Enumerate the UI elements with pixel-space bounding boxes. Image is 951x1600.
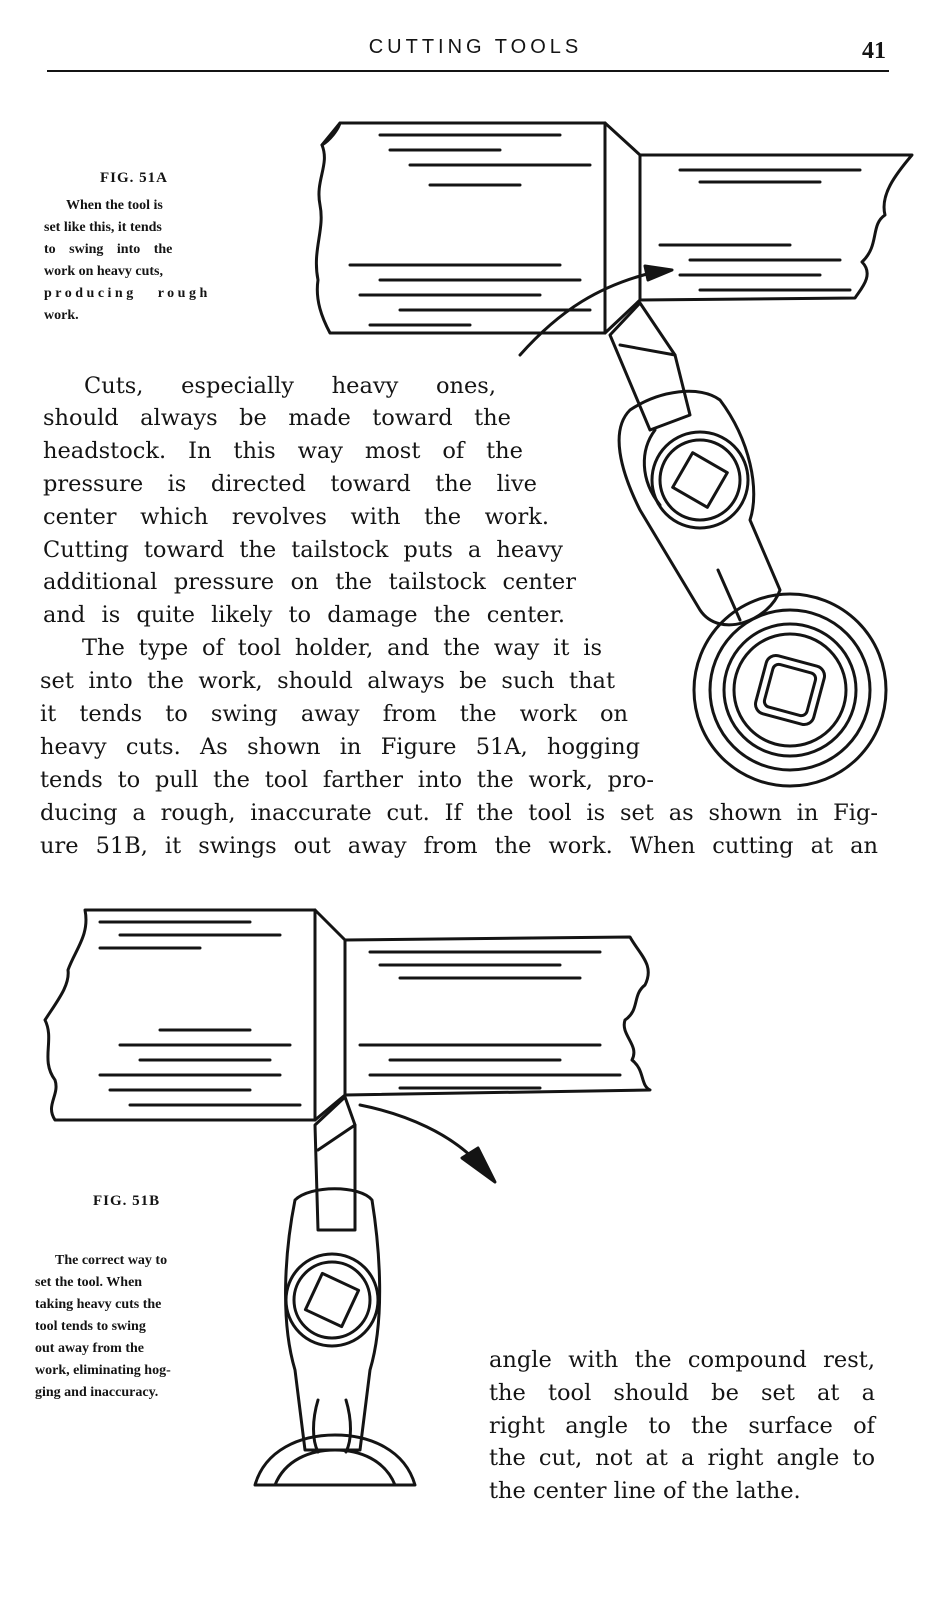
body-line: set into the work, should always be such… [40,668,615,694]
caption-line: producing rough [44,286,211,301]
body-line: and is quite likely to damage the center… [43,602,565,628]
caption-line: work on heavy cuts, [44,264,164,279]
body-line: Cutting toward the tailstock puts a heav… [43,537,563,563]
caption-line: set the tool. When [35,1275,143,1290]
body-line: The type of tool holder, and the way it … [82,635,602,661]
fig-51a-caption: When the tool is set like this, it tends… [44,195,238,327]
caption-line: work, eliminating hog- [35,1363,171,1378]
body-line: ducing a rough, inaccurate cut. If the t… [40,800,878,826]
caption-line: When the tool is [66,198,163,213]
fig-51b-caption: The correct way to set the tool. When ta… [35,1250,229,1404]
header-rule [47,70,889,72]
body-line: the cut, not at a right angle to [489,1445,875,1471]
caption-line: tool tends to swing [35,1319,146,1334]
body-line: ure 51B, it swings out away from the wor… [40,833,878,859]
body-line: pressure is directed toward the live [43,471,537,497]
body-line: the tool should be set at a [489,1380,875,1406]
body-line: tends to pull the tool farther into the … [40,767,654,793]
body-line: right angle to the surface of [489,1413,875,1439]
body-line: it tends to swing away from the work on [40,701,628,727]
fig-51b-label: FIG. 51B [93,1193,161,1209]
body-line: the center line of the lathe. [489,1478,801,1504]
fig-51a-label: FIG. 51A [100,170,168,186]
caption-line: work. [44,308,79,323]
body-line: center which revolves with the work. [43,504,549,530]
page-number: 41 [862,38,886,64]
running-header: CUTTING TOOLS [368,36,583,58]
caption-line: ging and inaccuracy. [35,1385,159,1400]
body-line: should always be made toward the [43,405,511,431]
caption-line: The correct way to [55,1253,168,1268]
caption-line: taking heavy cuts the [35,1297,162,1312]
body-line: Cuts, especially heavy ones, [84,373,496,399]
body-line: heavy cuts. As shown in Figure 51A, hogg… [40,734,640,760]
body-line: headstock. In this way most of the [43,438,523,464]
caption-line: set like this, it tends [44,220,162,235]
body-line: additional pressure on the tailstock cen… [43,569,576,595]
body-line: angle with the compound rest, [489,1347,875,1373]
caption-line: out away from the [35,1341,145,1356]
caption-line: to swing into the [44,242,173,257]
